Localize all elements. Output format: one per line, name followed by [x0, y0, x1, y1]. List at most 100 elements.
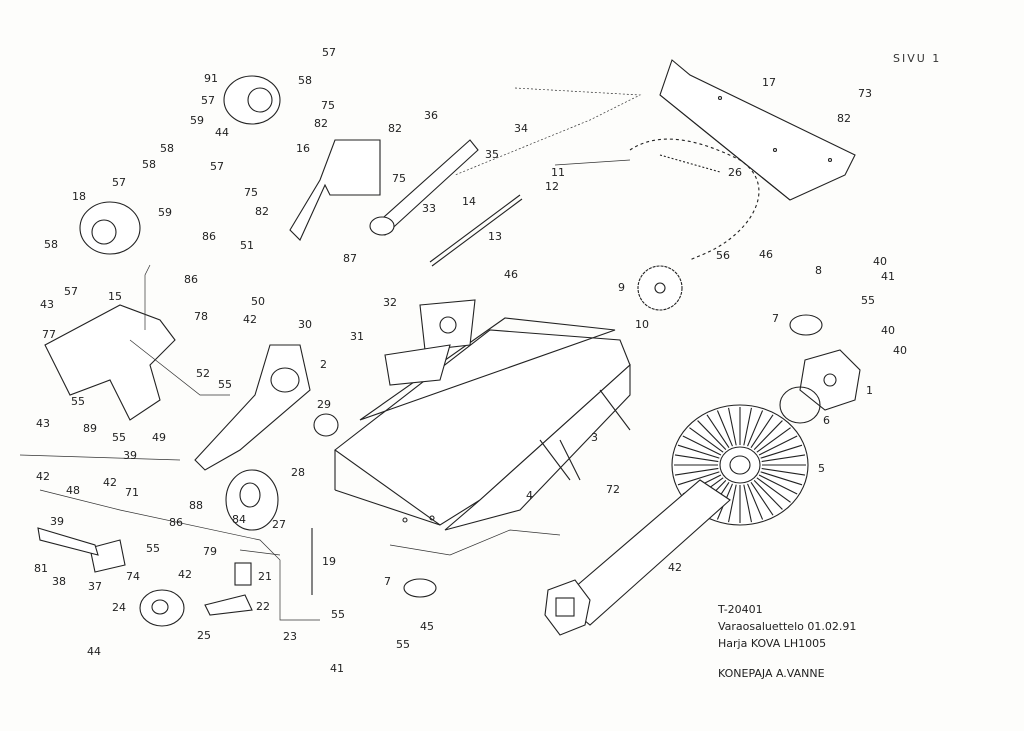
parts-list-date: Varaosaluettelo 01.02.91 [718, 620, 857, 633]
part-label-91: 91 [204, 72, 218, 85]
part-label-73: 73 [858, 87, 872, 100]
part-label-31: 31 [350, 330, 364, 343]
part-label-16: 16 [296, 142, 310, 155]
part-label-45: 45 [420, 620, 434, 633]
part-label-35: 35 [485, 148, 499, 161]
part-label-82: 82 [255, 205, 269, 218]
pulley-27 [225, 469, 279, 531]
part-label-57: 57 [210, 160, 224, 173]
part-label-86: 86 [169, 516, 183, 529]
lever-22 [204, 594, 253, 616]
part-label-55: 55 [218, 378, 232, 391]
part-label-7: 7 [772, 312, 779, 325]
part-label-41: 41 [881, 270, 895, 283]
part-label-36: 36 [424, 109, 438, 122]
pulley-91 [223, 75, 281, 125]
part-label-44: 44 [87, 645, 101, 658]
part-label-42: 42 [178, 568, 192, 581]
part-label-8: 8 [815, 264, 822, 277]
part-label-89: 89 [83, 422, 97, 435]
part-label-28: 28 [291, 466, 305, 479]
part-label-2: 2 [320, 358, 327, 371]
part-label-88: 88 [189, 499, 203, 512]
part-label-58: 58 [142, 158, 156, 171]
part-label-81: 81 [34, 562, 48, 575]
part-label-32: 32 [383, 296, 397, 309]
top-cover [659, 59, 856, 201]
part-label-82: 82 [837, 112, 851, 125]
part-label-87: 87 [343, 252, 357, 265]
part-label-40: 40 [881, 324, 895, 337]
page-number: SIVU 1 [893, 52, 942, 65]
part-label-56: 56 [716, 249, 730, 262]
part-label-74: 74 [126, 570, 140, 583]
bearing-housing [270, 367, 300, 393]
part-label-48: 48 [66, 484, 80, 497]
part-label-55: 55 [146, 542, 160, 555]
sprocket [637, 265, 683, 311]
part-label-40: 40 [873, 255, 887, 268]
part-label-3: 3 [591, 431, 598, 444]
part-label-42: 42 [36, 470, 50, 483]
part-label-37: 37 [88, 580, 102, 593]
part-label-57: 57 [112, 176, 126, 189]
bracket-2 [194, 344, 311, 471]
brush-housing [334, 299, 631, 531]
part-label-13: 13 [488, 230, 502, 243]
part-label-44: 44 [215, 126, 229, 139]
part-label-38: 38 [52, 575, 66, 588]
part-label-58: 58 [44, 238, 58, 251]
part-label-71: 71 [125, 486, 139, 499]
part-label-59: 59 [190, 114, 204, 127]
part-label-75: 75 [321, 99, 335, 112]
part-label-34: 34 [514, 122, 528, 135]
part-label-9: 9 [618, 281, 625, 294]
part-label-82: 82 [388, 122, 402, 135]
brush-tube [544, 479, 731, 636]
part-label-1: 1 [866, 384, 873, 397]
pulley-24 [139, 589, 185, 627]
part-label-82: 82 [314, 117, 328, 130]
bearing-29 [313, 413, 339, 437]
frame-bracket-15 [44, 304, 176, 421]
part-label-22: 22 [256, 600, 270, 613]
drawing-code: T-20401 [718, 603, 763, 616]
part-label-49: 49 [152, 431, 166, 444]
part-label-27: 27 [272, 518, 286, 531]
part-label-12: 12 [545, 180, 559, 193]
drive-shaft [369, 139, 479, 236]
part-label-59: 59 [158, 206, 172, 219]
part-label-14: 14 [462, 195, 476, 208]
part-label-75: 75 [392, 172, 406, 185]
part-label-41: 41 [330, 662, 344, 675]
part-label-11: 11 [551, 166, 565, 179]
part-label-58: 58 [298, 74, 312, 87]
part-label-39: 39 [50, 515, 64, 528]
part-label-58: 58 [160, 142, 174, 155]
part-label-72: 72 [606, 483, 620, 496]
part-label-29: 29 [317, 398, 331, 411]
part-label-40: 40 [893, 344, 907, 357]
part-label-57: 57 [201, 94, 215, 107]
part-label-46: 46 [504, 268, 518, 281]
part-label-55: 55 [396, 638, 410, 651]
part-label-42: 42 [103, 476, 117, 489]
part-label-39: 39 [123, 449, 137, 462]
part-label-7: 7 [384, 575, 391, 588]
part-label-6: 6 [823, 414, 830, 427]
part-label-30: 30 [298, 318, 312, 331]
part-label-18: 18 [72, 190, 86, 203]
assembly-leader-lines [19, 87, 642, 621]
part-label-50: 50 [251, 295, 265, 308]
part-label-17: 17 [762, 76, 776, 89]
bushing-21 [234, 562, 252, 586]
tensioner-7 [789, 314, 823, 336]
part-label-24: 24 [112, 601, 126, 614]
part-label-55: 55 [861, 294, 875, 307]
tensioner-7-lower [403, 578, 437, 598]
part-number-labels: 5758915759445857585759185857758216758282… [34, 46, 907, 675]
part-label-46: 46 [759, 248, 773, 261]
part-label-75: 75 [244, 186, 258, 199]
